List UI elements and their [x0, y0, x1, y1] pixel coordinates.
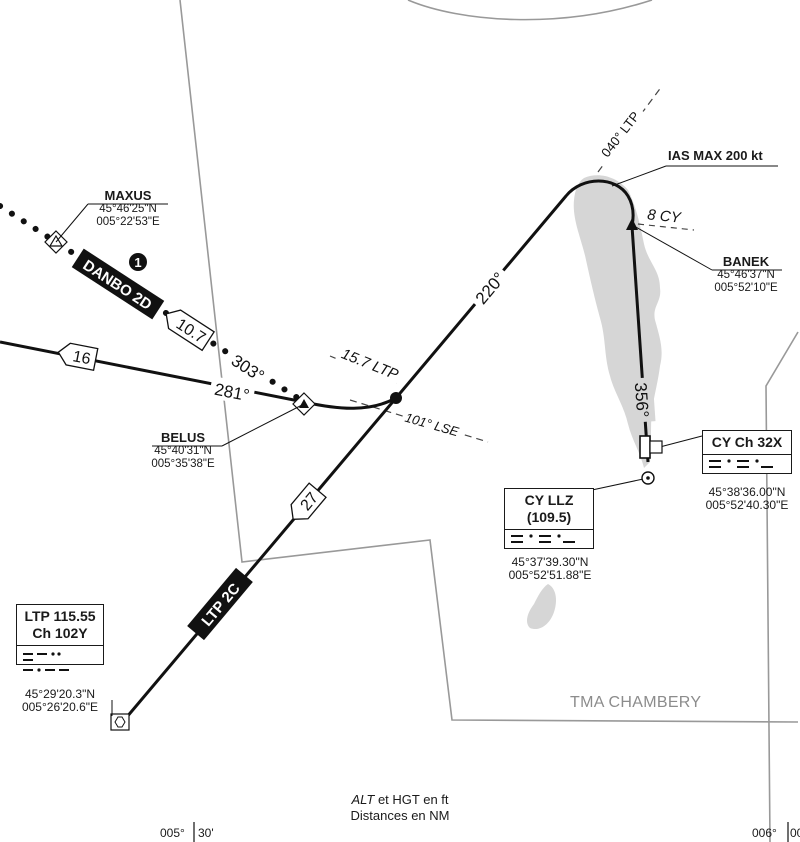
note-number: 1 [134, 255, 141, 270]
maxus-leader [55, 203, 89, 243]
bearing-356: 356° [631, 382, 652, 418]
footer-line2: Distances en NM [350, 808, 450, 823]
scale-left-deg: 005° [160, 826, 185, 840]
chart-footer: ALT et HGT en ft Distances en NM [330, 792, 470, 824]
lake-south-shape [527, 584, 556, 630]
cy-dme-morse-code [703, 454, 791, 473]
dist-157-label: 15.7 LTP [339, 345, 401, 383]
cy-llz-frequency: (109.5) [526, 509, 572, 525]
ltp-morse-code [17, 645, 103, 672]
route-ltp2c [124, 397, 398, 719]
cy-dme-coords: 45°38'36.00"N 005°52'40.30"E [696, 486, 798, 512]
scale-right-deg: 006° [752, 826, 777, 840]
footer-alt: ALT [351, 792, 375, 807]
footer-line1: ALT et HGT en ft [330, 792, 470, 808]
ltp2c-banner: LTP 2C [187, 567, 253, 641]
cy-dme-lat: 45°38'36.00"N [708, 485, 786, 499]
ltp-navaid-box: LTP 115.55 Ch 102Y [16, 604, 104, 672]
ltp-lon: 005°26'20.6"E [21, 700, 99, 714]
route-220 [394, 179, 650, 463]
maxus-lat: 45°46'25"N [99, 203, 157, 215]
localizer-icon [639, 435, 651, 459]
maxus-name: MAXUS [104, 188, 152, 203]
cy-llz-lon: 005°52'51.88"E [508, 568, 592, 582]
tma-label: TMA CHAMBERY [570, 694, 702, 711]
ltp-vordme-icon [110, 713, 130, 731]
tma-boundary [179, 0, 799, 723]
danbo-banner: DANBO 2D [71, 248, 165, 320]
footer-hgt: et HGT en ft [374, 792, 449, 807]
dme-icon [649, 440, 663, 454]
radial-040-label: 040° LTP [598, 109, 643, 160]
banek-name: BANEK [722, 254, 770, 269]
cy-dme-box: CY Ch 32X [702, 430, 792, 474]
cy-llz-center-dot [646, 476, 650, 480]
ltp-lat: 45°29'20.3"N [24, 687, 96, 701]
ltp-coords: 45°29'20.3"N 005°26'20.6"E [14, 688, 106, 714]
cy-llz-morse-code [505, 529, 593, 548]
cy-dme-channel: CY Ch 32X [711, 434, 783, 450]
banek-lat: 45°46'37"N [717, 269, 775, 281]
radial-101-label: 101° LSE [403, 410, 460, 440]
banek-label: BANEK 45°46'37"N 005°52'10"E [706, 254, 786, 295]
belus-name: BELUS [160, 430, 206, 445]
note-marker-icon [129, 253, 147, 271]
banek-leader [633, 225, 713, 271]
belus-leader [221, 403, 305, 447]
belus-label: BELUS 45°40'31"N 005°35'38"E [142, 430, 224, 471]
belus-lon: 005°35'38"E [151, 458, 215, 470]
speed-restriction: IAS MAX 200 kt [668, 148, 763, 163]
turn-fix-dot [390, 392, 402, 404]
ias-leader [611, 165, 667, 187]
dist-8cy-line [637, 223, 695, 231]
scale-right-min: 00 [790, 826, 800, 840]
tma-boundary-east [765, 331, 799, 842]
belus-lat: 45°40'31"N [154, 445, 212, 457]
cy-llz-lat: 45°37'39.30"N [511, 555, 589, 569]
dist-8cy-label: 8 CY [646, 206, 682, 226]
airspace-circle-arc [407, 0, 653, 21]
dme-leader [655, 435, 703, 449]
ltp-frequency: LTP 115.55 [24, 608, 96, 624]
dist-16-text: 16 [71, 348, 92, 368]
cy-llz-name: CY LLZ [524, 492, 574, 508]
banek-lon: 005°52'10"E [714, 282, 778, 294]
ltp-channel: Ch 102Y [32, 625, 88, 641]
cy-llz-coords: 45°37'39.30"N 005°52'51.88"E [496, 556, 604, 582]
dist-flag-16: 16 [57, 342, 99, 371]
maxus-label: MAXUS 45°46'25"N 005°22'53"E [88, 188, 168, 229]
cy-llz-box: CY LLZ (109.5) [504, 488, 594, 549]
maxus-lon: 005°22'53"E [96, 216, 160, 228]
cy-dme-lon: 005°52'40.30"E [705, 498, 789, 512]
scale-left-min: 30' [198, 826, 214, 840]
llz-leader [591, 477, 649, 491]
